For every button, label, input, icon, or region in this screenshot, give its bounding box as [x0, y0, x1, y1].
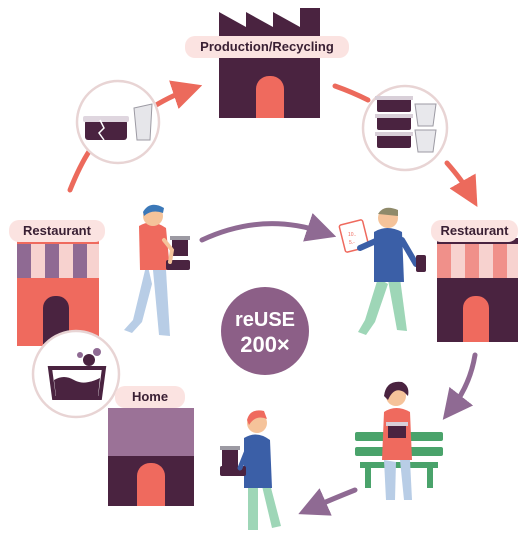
home-icon	[108, 408, 194, 506]
person-icon	[124, 204, 190, 336]
arrow-to-right-restaurant	[444, 160, 478, 208]
broken-container-icon	[75, 79, 161, 165]
washing-basin-icon	[31, 329, 121, 419]
label-restaurant-right: Restaurant	[431, 220, 518, 242]
arrow-bench-to-home	[298, 487, 358, 516]
label-restaurant-left: Restaurant	[9, 220, 105, 242]
awning	[17, 244, 99, 278]
arrow-person-to-person	[199, 213, 337, 243]
label-text: Restaurant	[440, 223, 509, 238]
label-text: Production/Recycling	[200, 39, 334, 54]
badge-line-1: reUSE	[235, 309, 295, 331]
arrow-restaurant-to-recycling	[67, 147, 93, 193]
person-icon	[220, 410, 281, 530]
badge-line-2: 200×	[240, 332, 290, 357]
reuse-badge: reUSE 200×	[221, 287, 309, 375]
label-home: Home	[115, 386, 185, 408]
label-production-recycling: Production/Recycling	[185, 36, 349, 58]
label-text: Home	[131, 389, 169, 404]
factory-icon	[219, 8, 320, 118]
person-icon: 10.. 5.-	[338, 207, 426, 335]
receipt-line-1: 10..	[348, 232, 356, 238]
restaurant-icon	[437, 238, 518, 342]
arrow-factory-to-containers	[332, 83, 371, 103]
awning	[437, 244, 518, 278]
arrow-restaurant-to-bench	[442, 352, 478, 420]
person-icon	[382, 381, 412, 500]
receipt-line-2: 5.-	[349, 240, 355, 246]
stacked-containers-icon	[361, 84, 449, 172]
restaurant-icon	[17, 238, 99, 346]
label-text: Restaurant	[23, 223, 91, 238]
